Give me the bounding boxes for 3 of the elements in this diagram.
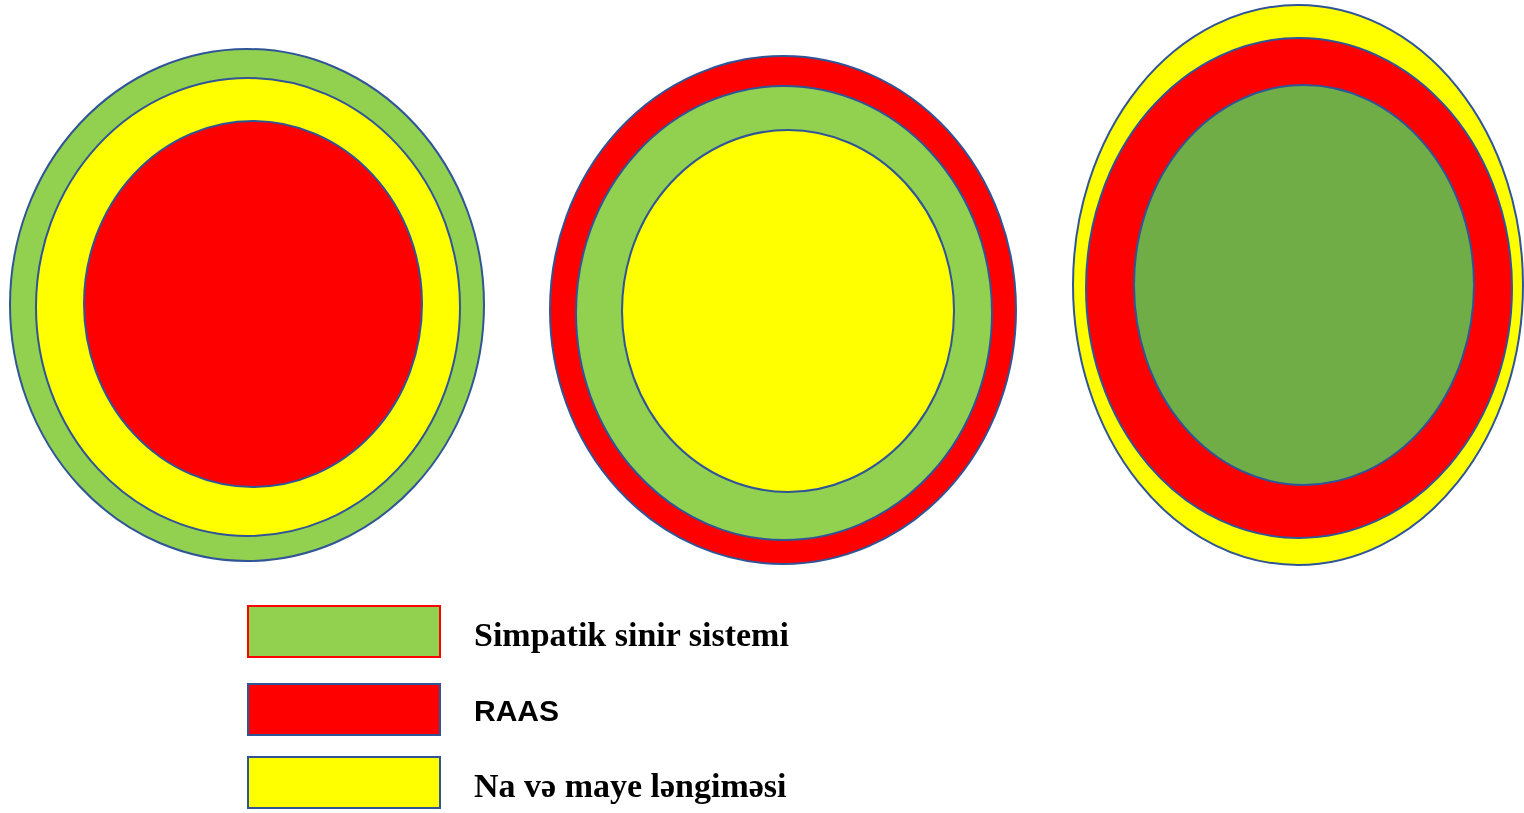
legend-label: Na və maye ləngiməsi <box>474 767 787 805</box>
legend-label: RAAS <box>474 694 559 728</box>
legend-label: Simpatik sinir sistemi <box>474 616 789 654</box>
